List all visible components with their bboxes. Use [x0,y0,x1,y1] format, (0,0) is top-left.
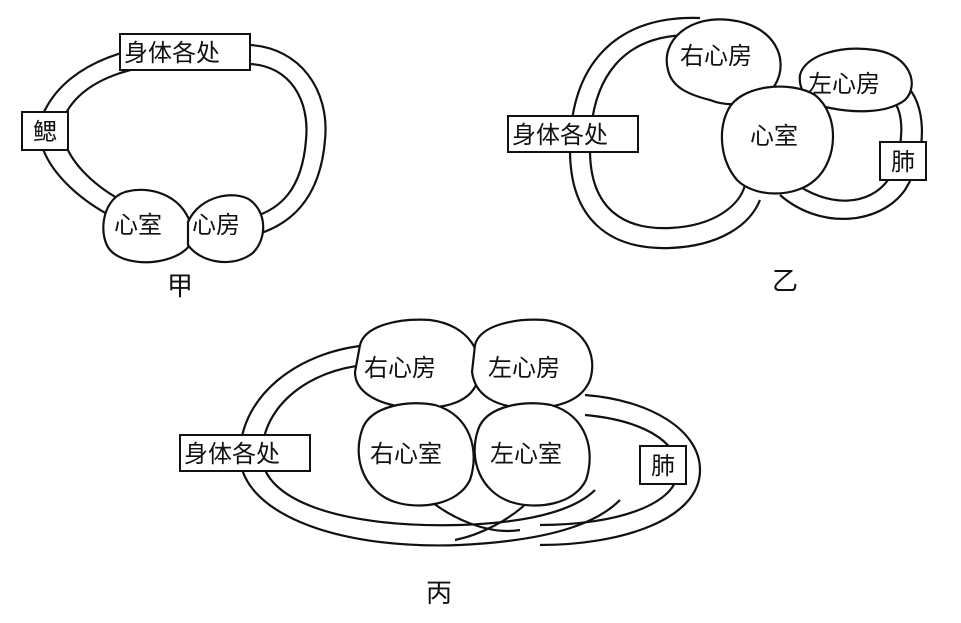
bing-body-label: 身体各处 [184,440,280,468]
jia-body-box [119,33,251,71]
bing-systemic-outer [238,343,621,547]
jia-gill-label: 鳃 [33,118,57,146]
yi-systemic-outer [568,16,762,250]
bing-lung-box [639,445,687,485]
yi-body-label: 身体各处 [512,121,608,149]
yi-ventricle-label: 心室 [750,122,798,150]
bing-pulmonary-outer [539,393,702,547]
yi-pulmonary-outer [779,84,923,220]
yi-caption: 乙 [772,267,798,297]
bing-right-ventricle-label: 右心室 [370,440,442,468]
bing-left-ventricle-label: 左心室 [490,440,562,468]
jia-body-label: 身体各处 [124,39,220,67]
jia-gill-box [21,111,69,151]
bing-caption: 丙 [426,579,452,609]
jia-vessel-inner [61,62,308,224]
yi-body-box [507,115,639,153]
jia-ventricle-shape [102,188,192,264]
jia-ventricle-label: 心室 [114,211,162,239]
bing-left-atrium-label: 左心房 [488,354,560,382]
yi-systemic-inner [588,33,747,230]
yi-lung-label: 肺 [891,148,915,176]
jia-caption: 甲 [167,272,193,302]
yi-left-atrium-label: 左心房 [808,70,880,98]
diagram-yi: 右心房 左心房 心室 身体各处 肺 乙 [507,16,927,297]
jia-atrium-label: 心房 [192,211,240,239]
bing-right-ventricle-shape [357,402,475,507]
bing-right-atrium-label: 右心房 [364,354,436,382]
yi-ventricle-shape [720,85,835,195]
bing-left-ventricle-shape [473,402,591,507]
diagram-jia: 心室 心房 身体各处 鳃 甲 [21,33,327,302]
bing-body-box [179,434,311,472]
bing-systemic-inner [260,363,596,527]
yi-right-atrium-shape [665,18,782,106]
bing-lung-label: 肺 [651,452,675,480]
yi-lung-box [879,141,927,181]
diagram-bing: 右心房 左心房 右心室 左心室 身体各处 肺 丙 [179,318,702,609]
bing-left-atrium-shape [470,318,594,410]
jia-atrium-shape [186,194,265,264]
yi-right-atrium-label: 右心房 [680,42,752,70]
